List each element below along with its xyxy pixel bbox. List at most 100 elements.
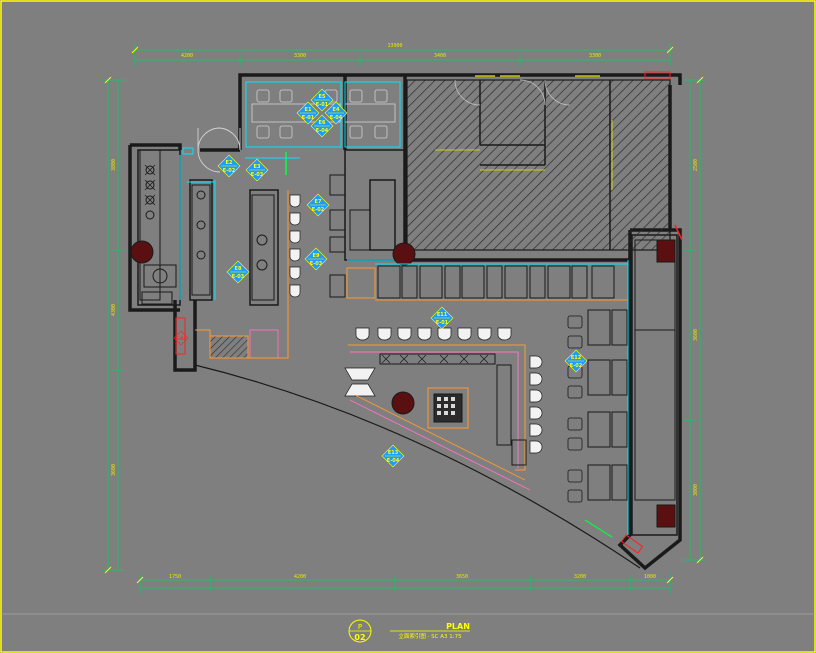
bar-shelf-marks xyxy=(381,354,489,364)
dim-bottom-seg-5: 1000 xyxy=(644,574,656,580)
tag-code: E-04 xyxy=(387,458,400,464)
tag-code: E-02 xyxy=(223,168,236,174)
tag-code: E-03 xyxy=(232,274,245,280)
dim-top-seg-4: 3300 xyxy=(589,53,601,59)
elevation-tag: E2 E-02 xyxy=(217,154,241,178)
kitchen-equipment-marks xyxy=(144,164,156,206)
elevation-tag: E8 E-03 xyxy=(226,260,250,284)
elevation-tag: E11 E-01 xyxy=(430,306,454,330)
tag-code: E-01 xyxy=(302,115,315,121)
elevation-tag: E7 E-02 xyxy=(306,193,330,217)
dim-right-seg-1: 2500 xyxy=(693,159,699,171)
hatched-counter xyxy=(209,335,249,359)
bar-island-outline xyxy=(427,387,469,429)
tag-code: E-02 xyxy=(312,207,325,213)
dim-right-seg-2: 3600 xyxy=(693,329,699,341)
kitchen-line-equipment xyxy=(191,184,275,301)
dim-left-seg-3: 3600 xyxy=(111,464,117,476)
dim-top-seg-2: 3300 xyxy=(294,53,306,59)
title-text: PLAN xyxy=(446,622,470,631)
elevation-tag: E13 E-04 xyxy=(381,444,405,468)
tag-id: E5 xyxy=(319,94,326,100)
tag-code: E-03 xyxy=(176,336,186,341)
tag-code: E-03 xyxy=(310,261,323,267)
tag-id: E8 xyxy=(235,266,242,272)
dim-left-seg-1: 3800 xyxy=(111,159,117,171)
orange-counter-line xyxy=(195,190,289,359)
title-block: P 02 PLAN 立面索引图 · SC A3 1:75 xyxy=(348,619,470,643)
chair-icon xyxy=(567,315,583,503)
tag-code: E-01 xyxy=(436,320,449,326)
door-swing-icon xyxy=(197,127,241,173)
dim-bottom-seg-3: 3650 xyxy=(456,574,468,580)
tag-code: E-04 xyxy=(316,128,329,134)
dim-bottom-seg-2: 4200 xyxy=(294,574,306,580)
elevation-tag: E5 E-01 xyxy=(310,88,334,112)
column-icon xyxy=(391,391,415,415)
elevation-tag: E12 E-02 xyxy=(564,349,588,373)
elevation-tags: E1 E-01 E4 E-04 E5 E-01 E6 E-04 E2 E-02 xyxy=(173,88,588,468)
tag-id: E3 xyxy=(254,164,261,170)
bar-side-counter xyxy=(496,364,512,446)
chair-icon xyxy=(529,355,543,454)
cyan-door-marker xyxy=(182,147,194,155)
tag-code: E-04 xyxy=(330,115,343,121)
kitchen-equipment-left xyxy=(139,149,177,305)
title-symbol-bottom: 02 xyxy=(354,633,365,642)
dim-left-seg-2: 4300 xyxy=(111,304,117,316)
column-icon xyxy=(656,239,676,263)
bar-counter-pink xyxy=(350,351,519,468)
green-fixture-right xyxy=(584,519,613,538)
tag-id: E7 xyxy=(315,199,322,205)
orange-entry-box xyxy=(346,267,376,299)
right-booths xyxy=(587,239,676,501)
dim-bottom-seg-4: 3200 xyxy=(574,574,586,580)
dimension-ticks xyxy=(104,46,704,584)
tag-code: E-02 xyxy=(570,363,583,369)
pink-diagonal-line xyxy=(349,399,531,491)
walls xyxy=(128,73,682,571)
tag-id: E12 xyxy=(571,355,582,361)
tag-id: E2 xyxy=(226,160,233,166)
bar-island-grid xyxy=(437,397,455,415)
door-swing-icon xyxy=(454,79,571,106)
red-fixture-right-2 xyxy=(674,224,683,241)
title-subtitle: 立面索引图 · SC A3 1:75 xyxy=(398,632,462,640)
elevation-tag: E9 E-03 xyxy=(304,247,328,271)
bar-counter-orange xyxy=(348,344,526,471)
bar-back-shelf xyxy=(379,353,496,365)
tag-id: E13 xyxy=(388,450,399,456)
elevation-tag: E3 E-03 xyxy=(245,158,269,182)
back-kitchen-yellow-details xyxy=(435,120,613,190)
tag-code: E-03 xyxy=(251,172,264,178)
chair-icon xyxy=(289,194,301,298)
booth-seating xyxy=(329,174,371,298)
column-icon xyxy=(130,240,154,264)
elevation-tag: E4 E-04 xyxy=(324,101,348,125)
dim-bottom-seg-1: 1750 xyxy=(169,574,181,580)
red-fixture-right xyxy=(620,534,644,554)
tag-code: E-01 xyxy=(316,102,329,108)
red-fixture-top xyxy=(644,71,671,80)
chair-icon xyxy=(344,367,376,397)
column-icon xyxy=(392,242,416,266)
back-kitchen-partitions xyxy=(479,80,611,250)
tag-id: E11 xyxy=(437,312,448,318)
tag-id: E4 xyxy=(333,107,340,113)
elevation-tag: E6 E-04 xyxy=(310,114,334,138)
dining-booth-grid xyxy=(377,265,615,299)
elevation-tag: E1 E-01 xyxy=(296,101,320,125)
tag-id: E6 xyxy=(319,120,326,126)
bar-stools-top xyxy=(355,327,512,341)
dim-right-seg-3: 3000 xyxy=(693,484,699,496)
tag-id: E1 xyxy=(305,107,312,113)
column-icon xyxy=(656,504,676,528)
dim-top-overall: 13900 xyxy=(387,43,402,49)
dimension-lines xyxy=(102,44,706,594)
tag-id: E9 xyxy=(313,253,320,259)
elevation-tag: E-03 xyxy=(173,330,189,346)
dim-top-seg-3: 3400 xyxy=(434,53,446,59)
vip-chairs xyxy=(256,89,388,139)
dim-top-seg-1: 4200 xyxy=(181,53,193,59)
